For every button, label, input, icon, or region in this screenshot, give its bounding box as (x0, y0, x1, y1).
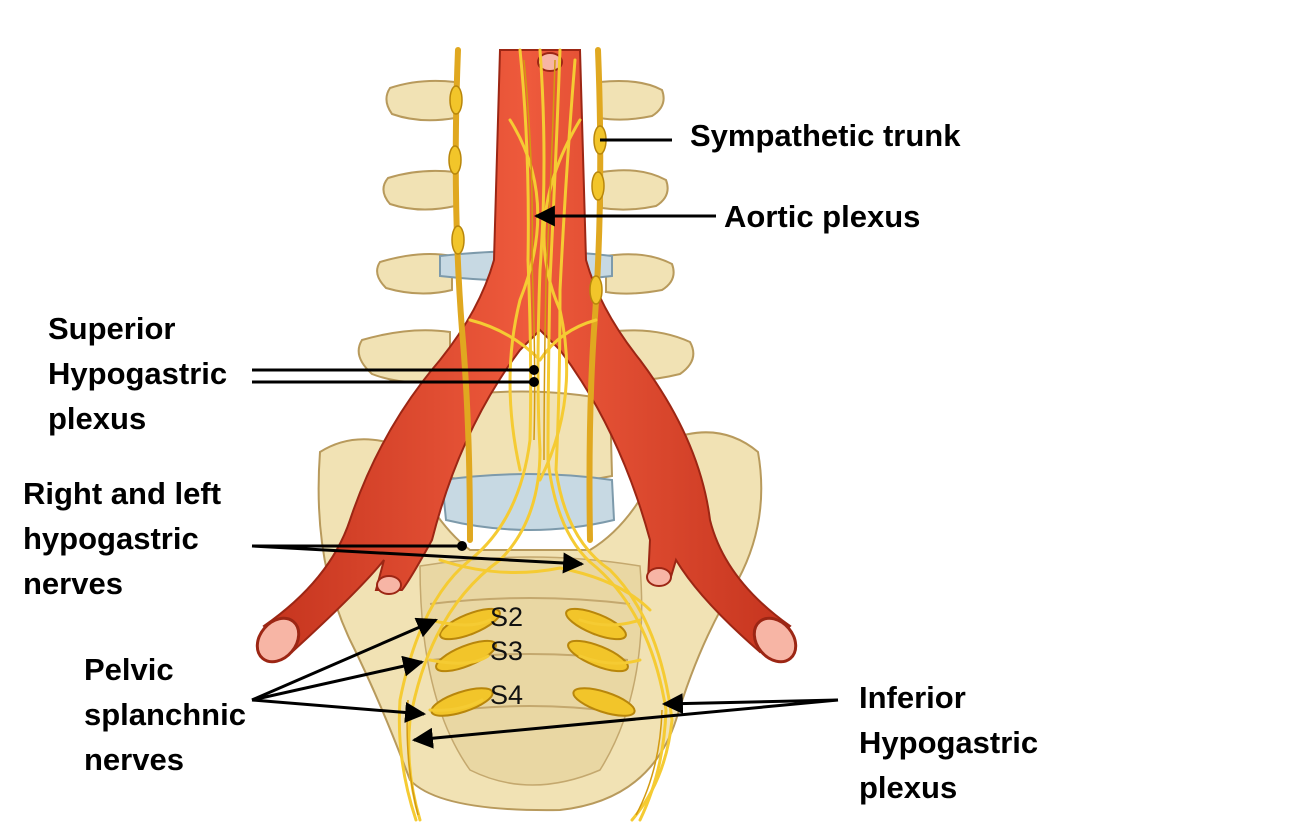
label-pelvic-splanchnic-line3: nerves (84, 742, 184, 777)
label-segment-s2: S2 (490, 602, 524, 632)
label-inferior-hypogastric-line2: Hypogastric (859, 725, 1039, 760)
pelvic-splanchnic-arrow-s2 (251, 617, 438, 702)
sympathetic-trunks (448, 47, 607, 543)
label-hypogastric-nerves-line3: nerves (23, 566, 123, 601)
label-superior-hypogastric-line3: plexus (48, 401, 147, 436)
vertebra-l3 (376, 253, 453, 295)
inferior-hypogastric-arrow-right (661, 693, 839, 715)
aorta (262, 49, 792, 654)
label-pelvic-splanchnic-line1: Pelvic (84, 652, 174, 687)
pelvic-splanchnic-arrow-s4 (251, 698, 427, 723)
hypogastric-nerves-leader-2 (251, 544, 585, 574)
label-pelvic-splanchnic-line2: splanchnic (84, 697, 246, 732)
inferior-hypogastric-arrow-left (411, 698, 839, 749)
right-iliac-cut-end (255, 616, 301, 664)
pelvic-splanchnic-arrow-s3 (251, 655, 425, 702)
label-superior-hypogastric-line2: Hypogastric (48, 356, 228, 391)
label-sympathetic-trunk: Sympathetic trunk (690, 118, 961, 153)
aorta-and-iliac-arteries (255, 49, 798, 664)
label-segment-s4: S4 (490, 680, 524, 710)
label-hypogastric-nerves-line2: hypogastric (23, 521, 199, 556)
label-inferior-hypogastric-line3: plexus (859, 770, 958, 805)
vertebra-l2 (382, 169, 456, 211)
label-segment-s3: S3 (490, 636, 524, 666)
left-iliac-cut-end (752, 616, 798, 664)
label-inferior-hypogastric-line1: Inferior (859, 680, 966, 715)
vertebra-l1 (385, 79, 456, 122)
intervertebral-disc-l5-s1 (440, 473, 616, 531)
label-aortic-plexus: Aortic plexus (724, 199, 921, 234)
label-superior-hypogastric-line1: Superior (48, 311, 176, 346)
label-hypogastric-nerves-line1: Right and left (23, 476, 222, 511)
leader-lines (251, 138, 839, 749)
